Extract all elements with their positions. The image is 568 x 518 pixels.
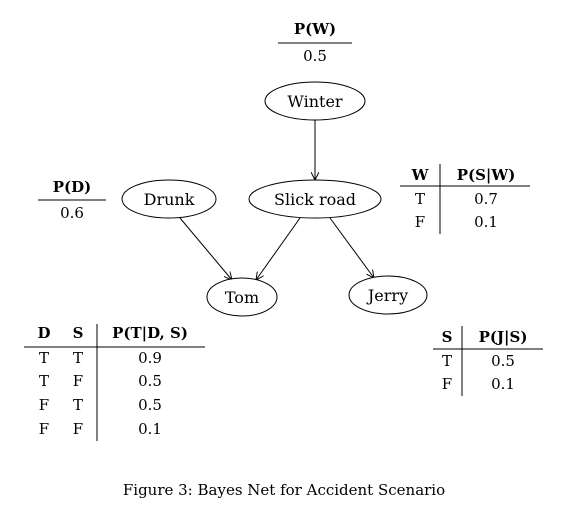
table-t-given-ds-header-2: P(T|D, S) (112, 324, 188, 342)
table-s-given-w-cell: 0.1 (474, 213, 498, 231)
node-jerry-label: Jerry (366, 286, 408, 305)
table-t-given-ds-cell: F (39, 396, 49, 414)
node-winter-ellipse (264, 81, 366, 121)
table-t-given-ds-header-1: S (73, 324, 84, 342)
edges (179, 120, 374, 280)
table-t-given-ds-cell: F (39, 420, 49, 438)
table-t-given-ds: D S P(T|D, S) T T 0.9 T F 0.5 F T 0.5 F … (24, 324, 205, 441)
node-drunk-ellipse (121, 179, 217, 219)
table-j-given-s-cell: 0.5 (491, 352, 515, 370)
table-j-given-s-header-0: S (442, 328, 453, 346)
node-slick-road-label: Slick road (274, 190, 356, 209)
table-s-given-w-cell: F (415, 213, 425, 231)
node-jerry: Jerry (348, 275, 428, 315)
node-winter-label: Winter (287, 92, 342, 111)
table-s-given-w: W P(S|W) T 0.7 F 0.1 (400, 164, 530, 234)
node-tom-label: Tom (225, 288, 259, 307)
table-s-given-w-cell: T (415, 190, 425, 208)
node-drunk-label: Drunk (144, 190, 195, 209)
edge-slickroad-jerry (329, 217, 374, 278)
node-tom-ellipse (206, 277, 278, 317)
table-t-given-ds-cell: T (73, 396, 83, 414)
edge-drunk-tom (179, 217, 232, 280)
prior-d-value: 0.6 (60, 204, 84, 222)
table-t-given-ds-cell: T (39, 372, 49, 390)
table-j-given-s-header-1: P(J|S) (479, 328, 528, 346)
node-slick-road: Slick road (248, 179, 382, 219)
node-slick-road-ellipse (248, 179, 382, 219)
table-s-given-w-header-0: W (411, 166, 430, 184)
node-drunk: Drunk (121, 179, 217, 219)
table-s-given-w-header-1: P(S|W) (457, 166, 516, 184)
prior-d: P(D) 0.6 (38, 178, 106, 222)
edge-slickroad-tom (256, 217, 301, 280)
figure-caption: Figure 3: Bayes Net for Accident Scenari… (123, 481, 445, 499)
table-j-given-s-cell: T (442, 352, 452, 370)
table-t-given-ds-cell: F (73, 420, 83, 438)
prior-w: P(W) 0.5 (278, 20, 352, 65)
table-t-given-ds-cell: F (73, 372, 83, 390)
table-j-given-s-cell: F (442, 375, 452, 393)
node-tom: Tom (206, 277, 278, 317)
table-t-given-ds-header-0: D (37, 324, 50, 342)
prior-w-value: 0.5 (303, 47, 327, 65)
prior-w-header: P(W) (294, 20, 336, 38)
prior-d-header: P(D) (53, 178, 91, 196)
table-t-given-ds-cell: 0.5 (138, 396, 162, 414)
table-t-given-ds-cell: 0.5 (138, 372, 162, 390)
table-j-given-s-cell: 0.1 (491, 375, 515, 393)
table-j-given-s: S P(J|S) T 0.5 F 0.1 (433, 326, 543, 396)
node-winter: Winter (264, 81, 366, 121)
table-t-given-ds-cell: T (73, 349, 83, 367)
table-t-given-ds-cell: 0.1 (138, 420, 162, 438)
node-jerry-ellipse (348, 275, 428, 315)
table-s-given-w-cell: 0.7 (474, 190, 498, 208)
table-t-given-ds-cell: 0.9 (138, 349, 162, 367)
table-t-given-ds-cell: T (39, 349, 49, 367)
